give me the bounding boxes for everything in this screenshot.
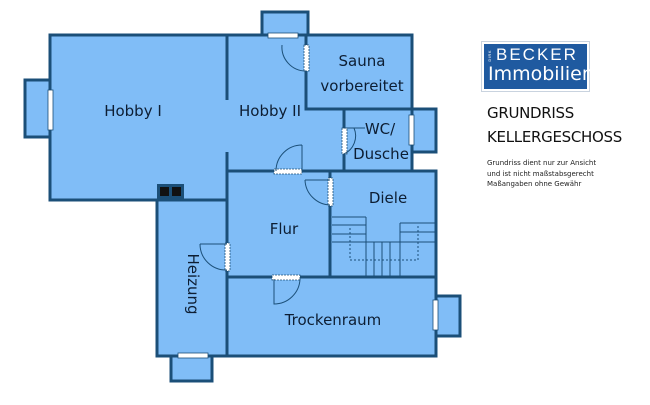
disclaimer-line3: Maßangaben ohne Gewähr [487,180,582,188]
window-bay-wc [410,107,438,154]
room-wc-line1: WC/ [365,120,396,138]
windows [47,32,439,359]
logo-dirk: DIRK [487,50,492,62]
room-heizung: Heizung [184,253,202,314]
room-hobby-1: Hobby I [104,102,162,120]
window-bay-trockenraum [434,294,462,338]
disclaimer-line2: und ist nicht maßstabsgerecht [487,169,594,178]
staircase [332,216,435,277]
room-flur: Flur [270,220,299,238]
room-hobby-2: Hobby II [239,102,301,120]
room-wc-line2: Dusche [353,145,409,163]
window-bay-bottom [169,354,214,383]
room-sauna-line2: vorbereitet [320,77,403,95]
logo-immobilien: Immobilien [488,63,594,85]
room-sauna-line1: Sauna [339,52,386,70]
logo-becker: BECKER [496,45,578,64]
window-bay-left [23,78,52,139]
disclaimer-line1: Grundriss dient nur zur Ansicht [487,159,597,167]
disclaimer: Grundriss dient nur zur Ansicht und ist … [487,158,596,190]
door-swings [199,44,365,305]
window-bay-top [260,10,310,37]
doors [224,44,348,281]
room-trockenraum: Trockenraum [284,311,382,329]
title-line1: GRUNDRISS [487,104,574,122]
title-line2: KELLERGESCHOSS [487,128,622,146]
room-diele: Diele [369,189,407,207]
company-logo: DIRK BECKER Immobilien [481,41,594,92]
chimney [157,184,184,199]
